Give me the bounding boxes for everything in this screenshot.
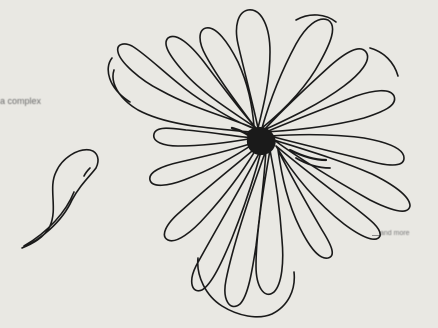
small-lobe-shape [22, 150, 98, 248]
lobe-cluster [108, 10, 410, 317]
